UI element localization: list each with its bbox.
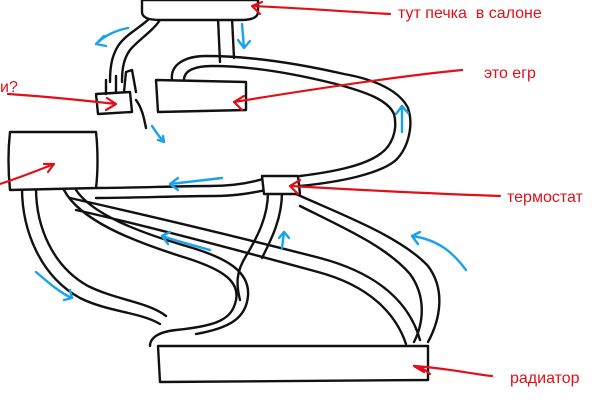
- heater-core: [140, 0, 260, 22]
- flow-arrow-egr-return: [394, 104, 410, 134]
- pointer-heater: [250, 0, 392, 16]
- hose-block-down-left: [20, 186, 168, 326]
- hose-crossing-b: [68, 196, 422, 346]
- hose-block-thermostat: [94, 176, 268, 200]
- flow-arrow-heater-in: [94, 26, 130, 48]
- thermostat-housing: [260, 174, 302, 196]
- pointer-thermostat: [288, 178, 502, 198]
- hose-thermostat-down: [236, 190, 284, 302]
- radiator: [156, 344, 430, 384]
- flow-arrow-thermostat-down: [277, 230, 291, 250]
- sensor-unit: [94, 68, 148, 130]
- label-heater: тут печка в салоне: [398, 5, 542, 22]
- pointer-sensor: [6, 92, 118, 112]
- pointer-radiator: [412, 364, 494, 378]
- egr-valve: [154, 78, 248, 114]
- hose-egr-loop: [170, 54, 412, 188]
- hose-thermostat-radiator: [294, 192, 441, 344]
- hose-heater-left: [108, 16, 162, 84]
- flow-arrow-thermostat-block: [168, 176, 224, 192]
- flow-arrow-heater-out: [236, 22, 252, 50]
- label-thermostat: термостат: [507, 189, 584, 206]
- engine-block: [7, 130, 99, 192]
- flow-arrow-radiator-up: [410, 230, 468, 272]
- flow-arrow-block-down: [34, 270, 74, 302]
- pointer-engine-block: [0, 162, 56, 186]
- flow-arrow-crossing: [160, 230, 212, 252]
- flow-arrow-sensor: [150, 124, 166, 144]
- hose-heater-down: [216, 16, 236, 64]
- label-sensor-cut: и?: [0, 79, 18, 96]
- label-radiator: радиатор: [510, 370, 580, 387]
- label-egr: это егр: [484, 65, 536, 82]
- pointer-egr: [232, 68, 464, 112]
